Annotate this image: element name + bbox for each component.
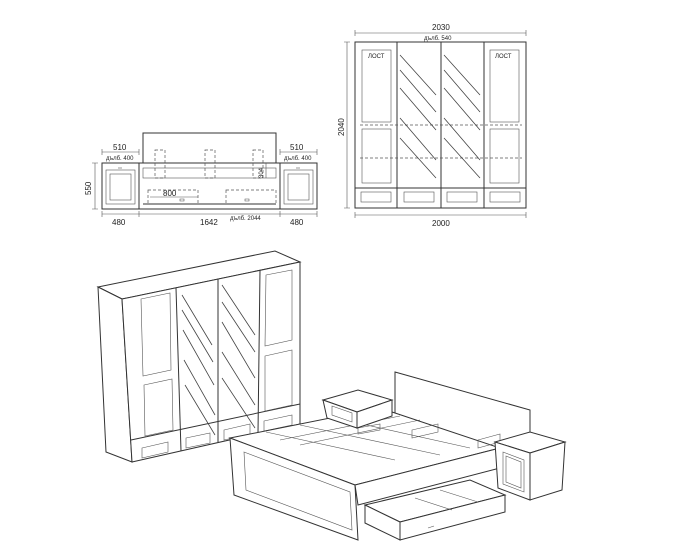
dim-wardrobe-height: 2040 <box>337 118 346 136</box>
nightstand-left-drawer <box>105 169 136 205</box>
dim-line-left-depth <box>101 149 140 155</box>
wardrobe-iso-right-panels <box>264 269 293 412</box>
nightstand-right-drawer <box>283 169 314 205</box>
bed-iso-footboard-panel <box>243 451 353 531</box>
dim-line-wardrobe-height <box>344 41 350 209</box>
wardrobe-left-upper-panel <box>361 49 392 123</box>
nightstand-iso-left-side <box>356 399 393 429</box>
dim-left-depth: 510 <box>113 143 127 152</box>
dim-wardrobe-inner-depth: дълб. 540 <box>424 36 452 42</box>
bed-top-rail <box>142 167 277 179</box>
wardrobe-isometric <box>96 250 302 463</box>
nightstand-iso-left-drawer <box>331 405 353 423</box>
wardrobe-iso-mirror-right <box>221 284 256 429</box>
nightstand-right-outline <box>279 162 318 210</box>
wardrobe-mirror-left <box>399 54 437 179</box>
wardrobe-left-lower-panel <box>361 128 392 184</box>
bed-iso-drawer-dividers <box>414 489 479 511</box>
bed-iso-drawer-side <box>399 494 506 541</box>
nightstand-left-inset <box>109 173 132 201</box>
dim-right-depth: 510 <box>290 143 304 152</box>
bed-frame-outline <box>138 162 281 210</box>
door-label-right: ЛОСТ <box>495 54 512 60</box>
bed-drawer-right <box>225 189 277 205</box>
dim-line-right-depth <box>279 149 318 155</box>
bed-iso-drawer-handle <box>427 525 435 529</box>
headboard-outline <box>142 132 277 164</box>
nightstand-right-inset <box>287 173 310 201</box>
nightstand-left-outline <box>101 162 140 210</box>
bed-iso-footboard <box>229 437 359 541</box>
dim-height: 550 <box>84 181 93 195</box>
nightstand-iso-left <box>321 389 394 429</box>
nightstand-iso-right-drawer <box>502 451 525 493</box>
bed-post-middle <box>204 149 216 179</box>
wardrobe-iso-drawer-line <box>130 403 301 441</box>
wardrobe-iso-mirror-left <box>181 294 216 436</box>
wardrobe-mirror-right <box>443 54 481 179</box>
dim-line-bottom <box>101 211 318 217</box>
wardrobe-drawer-4 <box>489 191 521 203</box>
dim-left-inner: дълб. 400 <box>106 156 134 162</box>
bed-post-left <box>154 149 166 179</box>
bed-set-front-view: 510 дълб. 400 510 дълб. 400 550 304 800 … <box>84 132 318 227</box>
wardrobe-drawer-3 <box>446 191 478 203</box>
dim-line-top <box>354 30 527 36</box>
wardrobe-drawer-2 <box>403 191 435 203</box>
dim-wardrobe-top-width: 2030 <box>432 23 450 32</box>
nightstand-iso-right-inset <box>505 455 522 489</box>
wardrobe-front-view: 2030 дълб. 540 2040 2000 ЛОСТ ЛОСТ <box>337 23 527 228</box>
bed-post-right <box>252 149 264 179</box>
dim-left-width: 480 <box>112 218 126 227</box>
door-label-left: ЛОСТ <box>368 54 385 60</box>
wardrobe-inner-shelves <box>360 124 522 159</box>
dim-wardrobe-bottom-width: 2000 <box>432 219 450 228</box>
dim-line-height <box>92 162 98 210</box>
drawer-handles <box>179 198 250 202</box>
dim-bed-width: 1642 <box>200 218 218 227</box>
dim-line-wardrobe-bottom <box>354 212 527 218</box>
dim-right-width: 480 <box>290 218 304 227</box>
dim-drawer-width: 800 <box>163 189 177 198</box>
nightstand-iso-right <box>493 431 567 501</box>
dim-bed-height: 304 <box>259 167 265 178</box>
wardrobe-iso-left-panels <box>140 292 174 437</box>
dim-right-inner: дълб. 400 <box>284 156 312 162</box>
wardrobe-drawer-1 <box>360 191 392 203</box>
wardrobe-iso-drawers <box>141 414 293 459</box>
wardrobe-iso-door-dividers <box>175 269 261 452</box>
dim-bed-depth: дълб. 2044 <box>230 216 261 222</box>
wardrobe-right-upper-panel <box>489 49 520 123</box>
nightstand-iso-right-side <box>529 441 566 501</box>
wardrobe-right-lower-panel <box>489 128 520 184</box>
